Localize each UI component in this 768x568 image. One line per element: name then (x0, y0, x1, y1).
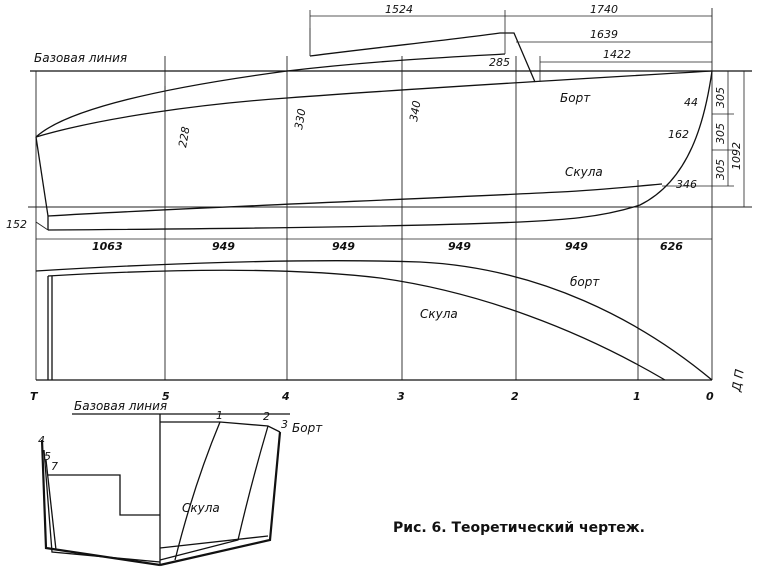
figure-caption: Рис. 6. Теоретический чертеж. (393, 520, 645, 536)
dim-305-low: 305 (714, 159, 727, 180)
dim-1740: 1740 (590, 3, 618, 16)
sheer-line (35, 53, 506, 138)
dim-346: 346 (676, 178, 697, 191)
dim-1524: 1524 (385, 3, 413, 16)
dim-330: 330 (292, 108, 308, 131)
section-deck-line (160, 421, 281, 433)
dim-1092: 1092 (730, 142, 743, 170)
dp-label: Д П (729, 368, 747, 393)
dim-340: 340 (407, 100, 423, 123)
section-bort-left (40, 439, 161, 567)
cabin-top-line (309, 32, 536, 83)
spacing-2: 949 (212, 240, 235, 253)
skula-line-profile (47, 183, 663, 217)
station-T: T (30, 390, 39, 403)
station-2: 2 (511, 390, 519, 403)
section-mark-5: 5 (44, 450, 51, 463)
section-mark-7: 7 (51, 460, 58, 473)
bort-label-plan: борт (570, 275, 600, 289)
bow-dimensions: 44 305 305 305 1092 162 346 152 (6, 71, 745, 231)
section-line-left-1 (43, 449, 161, 563)
dim-305-top: 305 (714, 87, 727, 108)
skula-label-plan: Скула (420, 307, 458, 321)
skula-line-plan (47, 269, 666, 381)
section-mark-2: 2 (263, 410, 270, 423)
dim-228: 228 (176, 126, 192, 149)
transom-profile (35, 136, 49, 230)
section-line-2 (159, 425, 269, 561)
height-dimensions: 228 330 340 (164, 86, 424, 149)
plan-view: борт Скула (35, 260, 713, 381)
station-numbers: T 5 4 3 2 1 0 Д П (30, 368, 747, 403)
station-3: 3 (397, 390, 405, 403)
section-skula-label: Скула (182, 501, 220, 515)
section-mark-3: 3 (281, 418, 288, 431)
spacing-3: 949 (332, 240, 355, 253)
baseline-label: Базовая линия (34, 51, 127, 65)
dim-285: 285 (489, 56, 510, 69)
station-1: 1 (633, 390, 641, 403)
section-mark-1: 1 (216, 409, 223, 422)
dim-1422: 1422 (603, 48, 631, 61)
spacing-4: 949 (448, 240, 471, 253)
top-dimensions: 1524 1740 1639 1422 285 (309, 3, 712, 82)
section-line-1 (174, 421, 221, 561)
profile-view (28, 8, 752, 380)
transom-tick (35, 221, 49, 231)
keel-line-profile (47, 221, 521, 231)
section-baseline-label: Базовая линия (74, 399, 167, 413)
dim-305-mid: 305 (714, 123, 727, 144)
section-cabin-outline (48, 474, 160, 516)
skula-label-profile: Скула (565, 165, 603, 179)
section-view: Базовая линия 1 2 3 4 5 7 Борт Скула (38, 399, 323, 567)
dim-162: 162 (668, 128, 689, 141)
section-chine-right (159, 535, 269, 549)
section-mark-4: 4 (38, 434, 45, 447)
station-0: 0 (706, 390, 714, 403)
bort-line-profile (35, 70, 713, 138)
dim-44: 44 (684, 96, 698, 109)
section-bort-right (159, 431, 282, 567)
stem-curve (519, 70, 713, 223)
section-bort-label: Борт (292, 421, 323, 435)
bort-line-plan (35, 260, 713, 381)
dim-1639: 1639 (590, 28, 618, 41)
station-4: 4 (281, 390, 290, 403)
station-spacing: 1063 949 949 949 949 626 (92, 240, 683, 253)
section-line-left-2 (45, 459, 57, 551)
spacing-6: 626 (660, 240, 683, 253)
spacing-5: 949 (565, 240, 588, 253)
spacing-1: 1063 (92, 240, 123, 253)
dim-152: 152 (6, 218, 27, 231)
bort-label-profile: Борт (560, 91, 591, 105)
station-5: 5 (162, 390, 170, 403)
